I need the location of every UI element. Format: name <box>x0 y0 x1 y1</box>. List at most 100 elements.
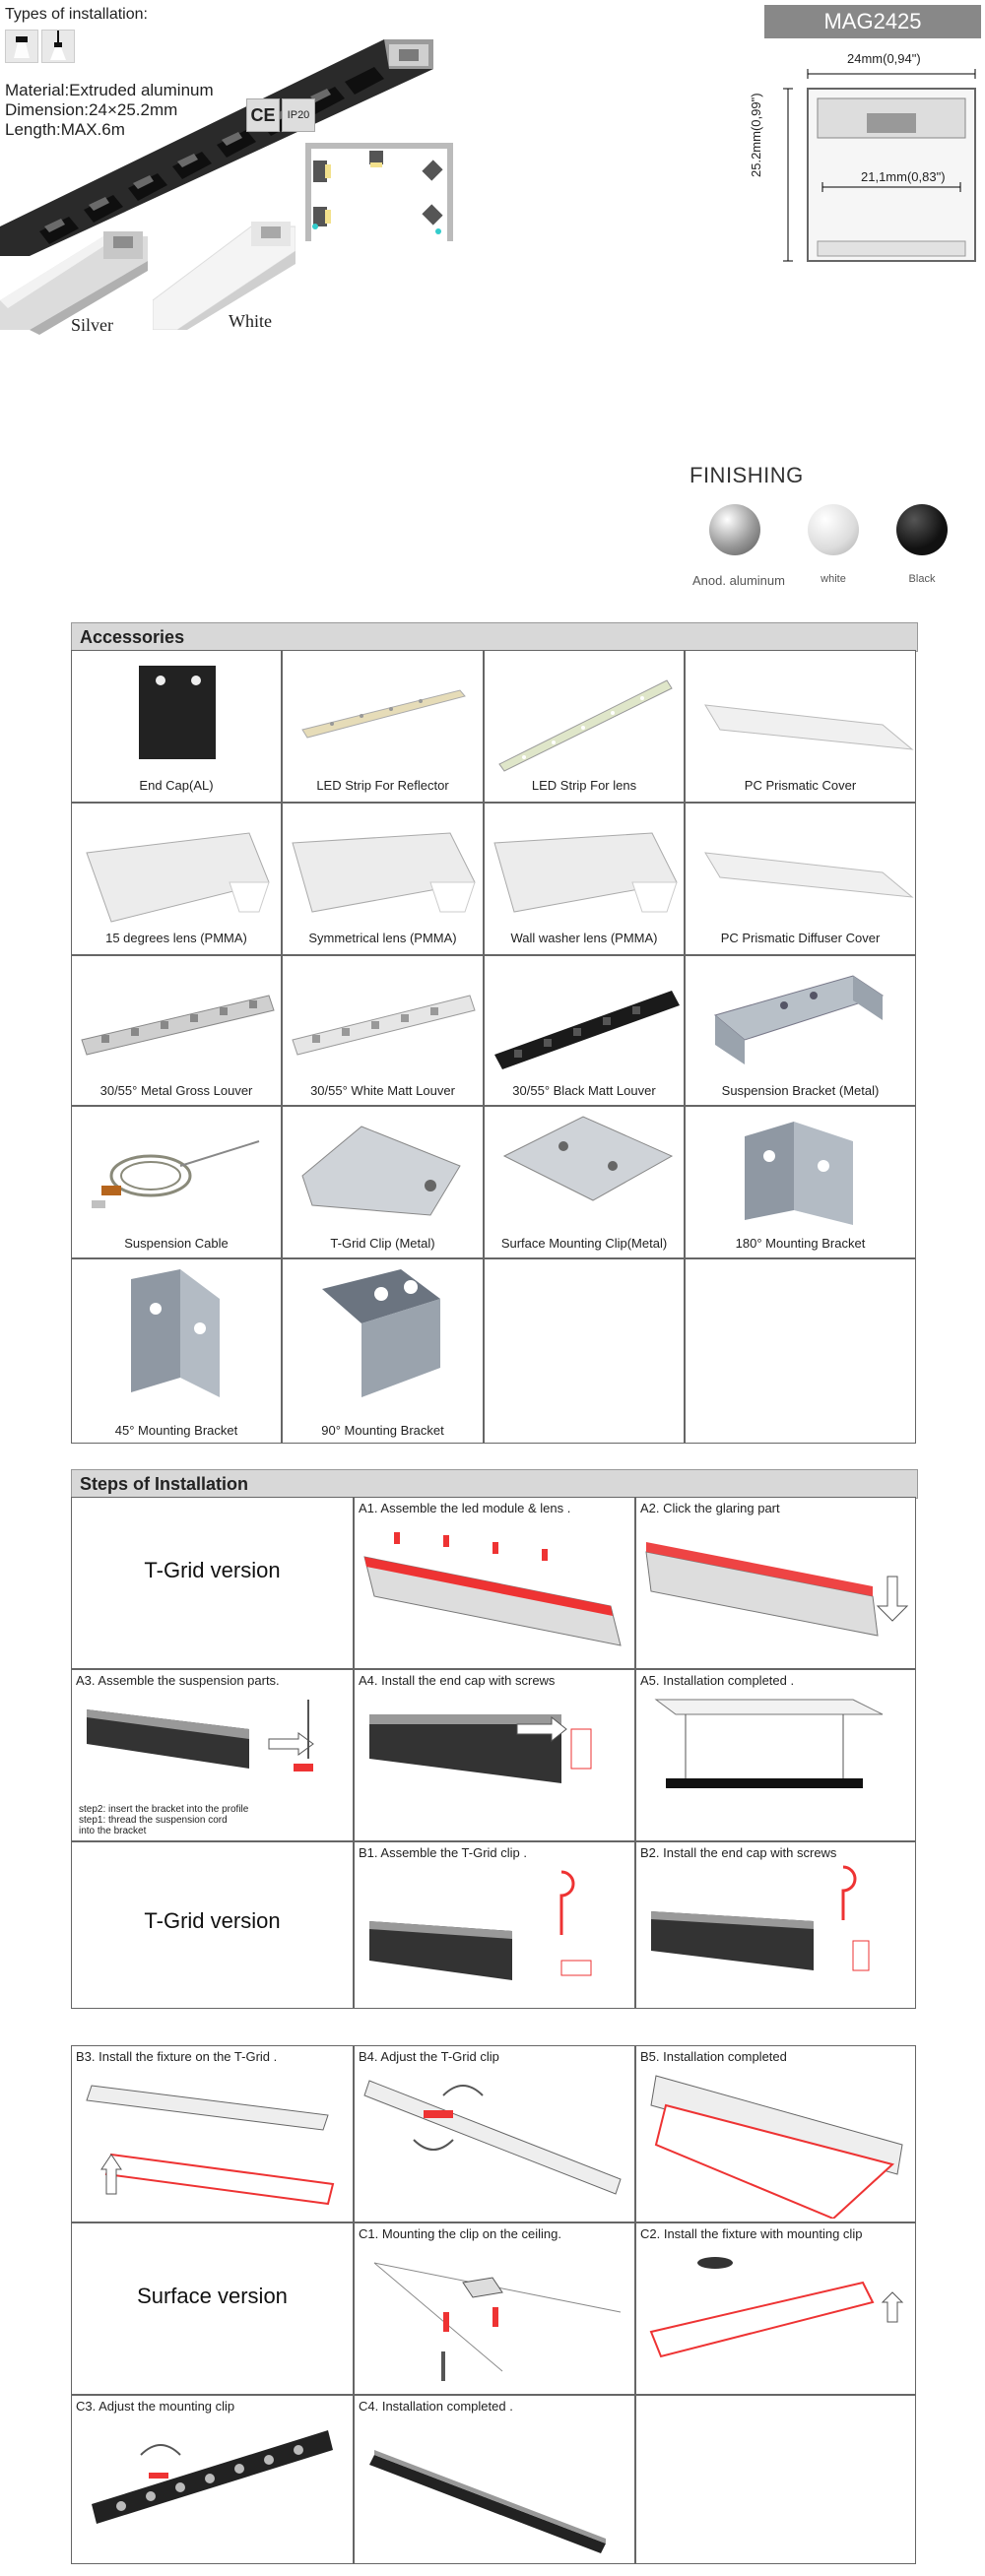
step-a2-label: A2. Click the glaring part <box>640 1501 780 1515</box>
step-c4-cell <box>354 2395 635 2564</box>
step-b3-cell <box>71 2045 354 2222</box>
accessory-tgrid-clip <box>282 1106 484 1258</box>
profile-dimension-drawing <box>778 44 985 281</box>
accessory-pc-prismatic-cover <box>685 650 916 803</box>
accessory-label: 30/55° Black Matt Louver <box>512 1083 656 1098</box>
white-profile-image <box>153 217 296 330</box>
accessory-end-cap <box>71 650 282 803</box>
ip20-badge: IP20 <box>282 98 315 132</box>
step-a3-cell <box>71 1669 354 1841</box>
accessory-label: 30/55° Metal Gross Louver <box>99 1083 253 1098</box>
accessory-suspension-bracket <box>685 955 916 1106</box>
accessory-empty-cell <box>484 1258 685 1444</box>
silver-profile-image <box>0 222 148 335</box>
finishing-label-black: Black <box>908 573 936 585</box>
accessories-header: Accessories <box>71 622 918 652</box>
step-empty-cell <box>635 2395 916 2564</box>
accessory-surface-mounting-clip <box>484 1106 685 1258</box>
step-c2-cell <box>635 2222 916 2395</box>
step-c4-label: C4. Installation completed . <box>359 2399 513 2414</box>
accessory-label: PC Prismatic Cover <box>744 778 857 793</box>
step-a4-label: A4. Install the end cap with screws <box>359 1673 556 1688</box>
step-b2-cell <box>635 1841 916 2009</box>
black-swatch <box>896 504 948 555</box>
accessory-label: PC Prismatic Diffuser Cover <box>720 931 881 945</box>
accessory-label: 45° Mounting Bracket <box>114 1423 238 1438</box>
step-b4-label: B4. Adjust the T-Grid clip <box>359 2049 499 2064</box>
accessory-black-matt-louver <box>484 955 685 1106</box>
accessory-white-matt-louver <box>282 955 484 1106</box>
accessory-metal-gross-louver <box>71 955 282 1106</box>
step-c3-cell <box>71 2395 354 2564</box>
step-b2-label: B2. Install the end cap with screws <box>640 1845 837 1860</box>
accessory-15-degree-lens <box>71 803 282 955</box>
accessory-label: 90° Mounting Bracket <box>321 1423 444 1438</box>
step-cell <box>71 1841 354 2009</box>
types-of-installation-label: Types of installation: <box>5 6 148 23</box>
step-cell <box>71 2222 354 2395</box>
height-dimension: 25.2mm(0,99") <box>749 93 763 177</box>
pendant-type-icon <box>41 30 75 63</box>
step-b4-cell <box>354 2045 635 2222</box>
step-b3-label: B3. Install the fixture on the T-Grid . <box>76 2049 278 2064</box>
accessories-grid: End Cap(AL) LED Strip For Reflector LED … <box>71 650 916 1448</box>
material-spec: Material:Extruded aluminum <box>5 81 214 99</box>
step-a1-label: A1. Assemble the led module & lens . <box>359 1501 571 1515</box>
accessory-led-strip-reflector <box>282 650 484 803</box>
accessory-label: Symmetrical lens (PMMA) <box>308 931 457 945</box>
accessory-label: Surface Mounting Clip(Metal) <box>500 1236 668 1251</box>
step-a3-step2-note: step2: insert the bracket into the profi… <box>79 1804 249 1815</box>
accessory-label: Wall washer lens (PMMA) <box>510 931 658 945</box>
step-b1-label: B1. Assemble the T-Grid clip . <box>359 1845 527 1860</box>
accessory-suspension-cable <box>71 1106 282 1258</box>
step-a1-cell <box>354 1497 635 1669</box>
step-a5-label: A5. Installation completed . <box>640 1673 795 1688</box>
accessory-90-mounting-bracket <box>282 1258 484 1444</box>
accessory-pc-prismatic-diffuser <box>685 803 916 955</box>
accessory-label: Suspension Bracket (Metal) <box>721 1083 880 1098</box>
step-a3-label: A3. Assemble the suspension parts. <box>76 1673 280 1688</box>
accessory-symmetrical-lens <box>282 803 484 955</box>
accessory-label: LED Strip For lens <box>531 778 637 793</box>
accessory-label: End Cap(AL) <box>139 778 214 793</box>
step-c1-cell <box>354 2222 635 2395</box>
white-swatch <box>808 504 859 555</box>
accessory-label: LED Strip For Reflector <box>316 778 449 793</box>
silver-label: Silver <box>71 315 113 335</box>
product-black-profile-image <box>0 20 463 256</box>
finishing-label-white: white <box>821 573 846 585</box>
dimension-spec: Dimension:24×25.2mm <box>5 100 178 119</box>
white-label: White <box>229 311 272 331</box>
installation-angle-diagram <box>305 143 453 241</box>
steps-block-b: B3. Install the fixture on the T-Grid . … <box>71 2045 916 2567</box>
step-c1-label: C1. Mounting the clip on the ceiling. <box>359 2226 561 2241</box>
step-cell <box>71 1497 354 1669</box>
recessed-type-icon <box>5 30 38 63</box>
accessory-label: 15 degrees lens (PMMA) <box>105 931 247 945</box>
width-dimension: 24mm(0,94") <box>847 51 921 66</box>
step-b5-cell <box>635 2045 916 2222</box>
accessory-label: T-Grid Clip (Metal) <box>330 1236 435 1251</box>
length-spec: Length:MAX.6m <box>5 120 125 139</box>
accessory-led-strip-lens <box>484 650 685 803</box>
step-b5-label: B5. Installation completed <box>640 2049 787 2064</box>
accessory-empty-cell <box>685 1258 916 1444</box>
ce-badge: CE <box>246 98 280 132</box>
inner-dimension: 21,1mm(0,83") <box>861 169 946 184</box>
steps-block-a: T-Grid version A1. Assemble the led modu… <box>71 1497 916 2009</box>
step-a4-cell <box>354 1669 635 1841</box>
accessory-label: 180° Mounting Bracket <box>735 1236 866 1251</box>
accessory-45-mounting-bracket <box>71 1258 282 1444</box>
anodized-aluminum-swatch <box>709 504 760 555</box>
accessory-label: 30/55° White Matt Louver <box>310 1083 455 1098</box>
step-b1-cell <box>354 1841 635 2009</box>
surface-version-label: Surface version <box>137 2284 288 2308</box>
step-c2-label: C2. Install the fixture with mounting cl… <box>640 2226 863 2241</box>
accessory-wall-washer-lens <box>484 803 685 955</box>
step-a2-cell <box>635 1497 916 1669</box>
step-c3-label: C3. Adjust the mounting clip <box>76 2399 235 2414</box>
accessory-180-mounting-bracket <box>685 1106 916 1258</box>
accessory-label: Suspension Cable <box>124 1236 229 1251</box>
finishing-title: FINISHING <box>690 463 804 487</box>
finishing-label-anodized: Anod. aluminum <box>692 573 785 588</box>
